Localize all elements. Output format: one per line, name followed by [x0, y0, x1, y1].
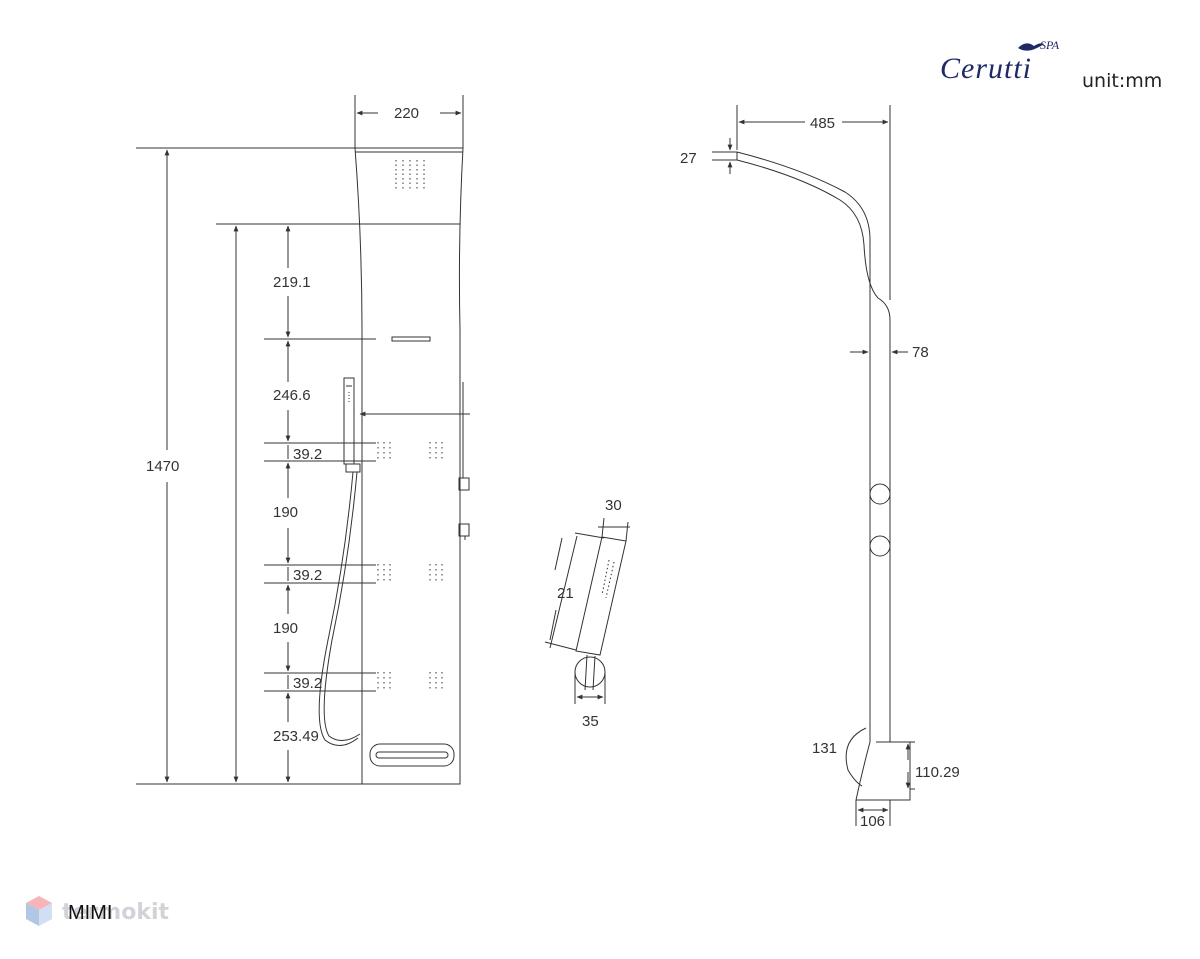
- watermark-text: termokit: [62, 900, 170, 925]
- hand-shower: [318, 377, 361, 746]
- label-panel-depth: 78: [912, 344, 929, 361]
- dimension-labels: 220 1470 219.1 246.6 39.2 190 39.2 190 3…: [146, 105, 960, 830]
- control-knobs: [458, 382, 470, 540]
- dim-head-reach: [736, 105, 889, 150]
- label-segment-5: 39.2: [293, 567, 322, 584]
- label-segment-4: 190: [273, 504, 298, 521]
- watermark: termokit: [24, 894, 184, 934]
- label-base-depth: 106: [860, 813, 885, 830]
- side-profile: [736, 105, 911, 801]
- brand-suffix: SPA: [1040, 38, 1060, 52]
- label-segment-8: 253.49: [273, 728, 319, 745]
- label-head-thickness: 27: [680, 150, 697, 167]
- label-segment-7: 39.2: [293, 675, 322, 692]
- tub-spout: [369, 743, 455, 767]
- label-base-height: 110.29: [915, 764, 960, 781]
- unit-label: unit:mm: [1082, 70, 1163, 92]
- bird-icon: [1018, 43, 1044, 51]
- label-hand-length: 21: [557, 585, 574, 602]
- model-label: MIMI: [68, 902, 113, 924]
- label-segment-6: 190: [273, 620, 298, 637]
- rain-head-nozzles: [395, 160, 425, 190]
- brand-name: Cerutti: [940, 52, 1033, 85]
- dim-base: [855, 741, 915, 826]
- waterfall-slot: [391, 336, 431, 342]
- dim-head-thickness: [712, 138, 737, 174]
- label-head-reach: 485: [810, 115, 835, 132]
- label-segment-3: 39.2: [293, 446, 322, 463]
- body-jets: [377, 442, 443, 692]
- label-segment-1: 219.1: [273, 274, 311, 291]
- front-panel-outline: [354, 147, 464, 785]
- cube-icon: [26, 896, 52, 926]
- label-hand-width: 30: [605, 497, 622, 514]
- label-holder-width: 35: [582, 713, 599, 730]
- dim-front-width: [354, 95, 464, 148]
- label-front-width: 220: [394, 105, 419, 122]
- label-total-height: 1470: [146, 458, 179, 475]
- label-base-radius: 131: [812, 740, 837, 757]
- hand-shower-detail: [544, 517, 630, 704]
- extension-lines: [136, 147, 470, 785]
- brand-logo: Cerutti SPA: [940, 38, 1060, 98]
- label-segment-2: 246.6: [273, 387, 311, 404]
